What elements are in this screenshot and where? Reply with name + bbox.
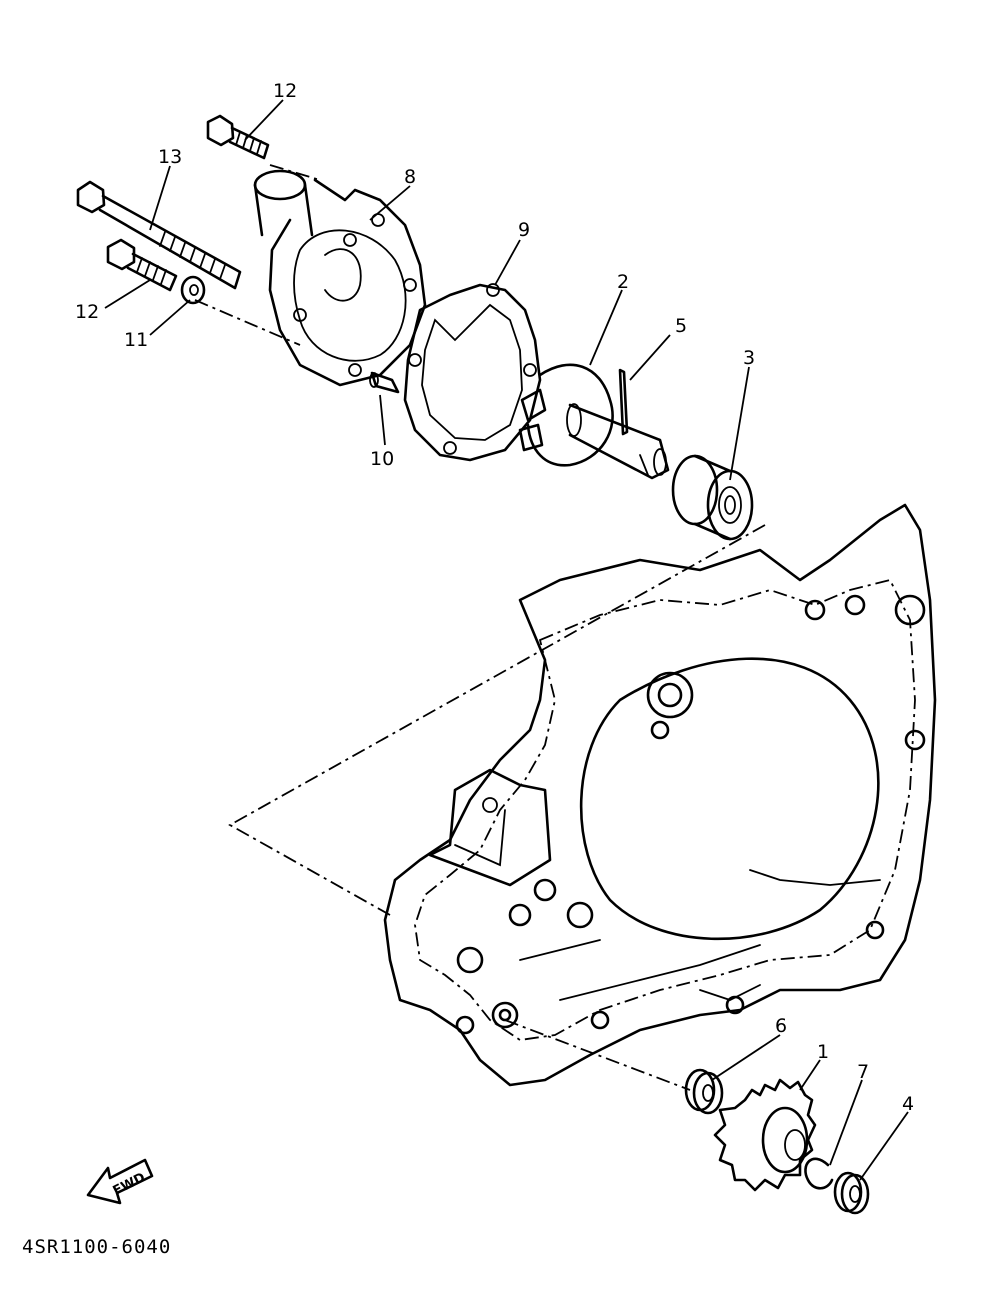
pin-5 (618, 368, 629, 436)
bolt-lower (106, 238, 178, 292)
callout-labels: 12 13 8 9 2 5 3 12 11 10 6 1 7 4 (75, 80, 914, 1115)
callout-12-upper: 12 (273, 80, 297, 102)
callout-2: 2 (617, 271, 629, 293)
assembly-centerlines (194, 164, 766, 1091)
callout-3: 3 (743, 347, 755, 369)
drawing-code: 4SR1100-6040 (22, 1236, 171, 1258)
circlip-7 (804, 1157, 834, 1190)
bolt-upper (206, 114, 270, 160)
callout-7: 7 (857, 1061, 869, 1083)
callout-1: 1 (817, 1041, 829, 1063)
callout-5: 5 (675, 315, 687, 337)
bearing-3 (671, 454, 754, 541)
bolt-long (76, 180, 242, 290)
pump-cover-8 (253, 169, 427, 387)
washer-6 (684, 1068, 724, 1115)
impeller-shaft-2 (518, 363, 670, 480)
callout-6: 6 (775, 1015, 787, 1037)
callout-4: 4 (902, 1093, 914, 1115)
callout-leaders (104, 99, 909, 1181)
callout-13: 13 (158, 146, 182, 168)
washer-4 (833, 1171, 870, 1215)
callout-9: 9 (518, 219, 530, 241)
washer-11 (180, 275, 206, 305)
crankcase-housing (383, 503, 937, 1087)
callout-10: 10 (370, 448, 394, 470)
dowel-pin-10 (369, 371, 400, 394)
forward-direction-arrow: FWD (86, 1158, 154, 1205)
callout-12-lower: 12 (75, 301, 99, 323)
drive-gear-1 (713, 1078, 817, 1192)
callout-8: 8 (404, 166, 416, 188)
callout-11: 11 (124, 329, 148, 351)
